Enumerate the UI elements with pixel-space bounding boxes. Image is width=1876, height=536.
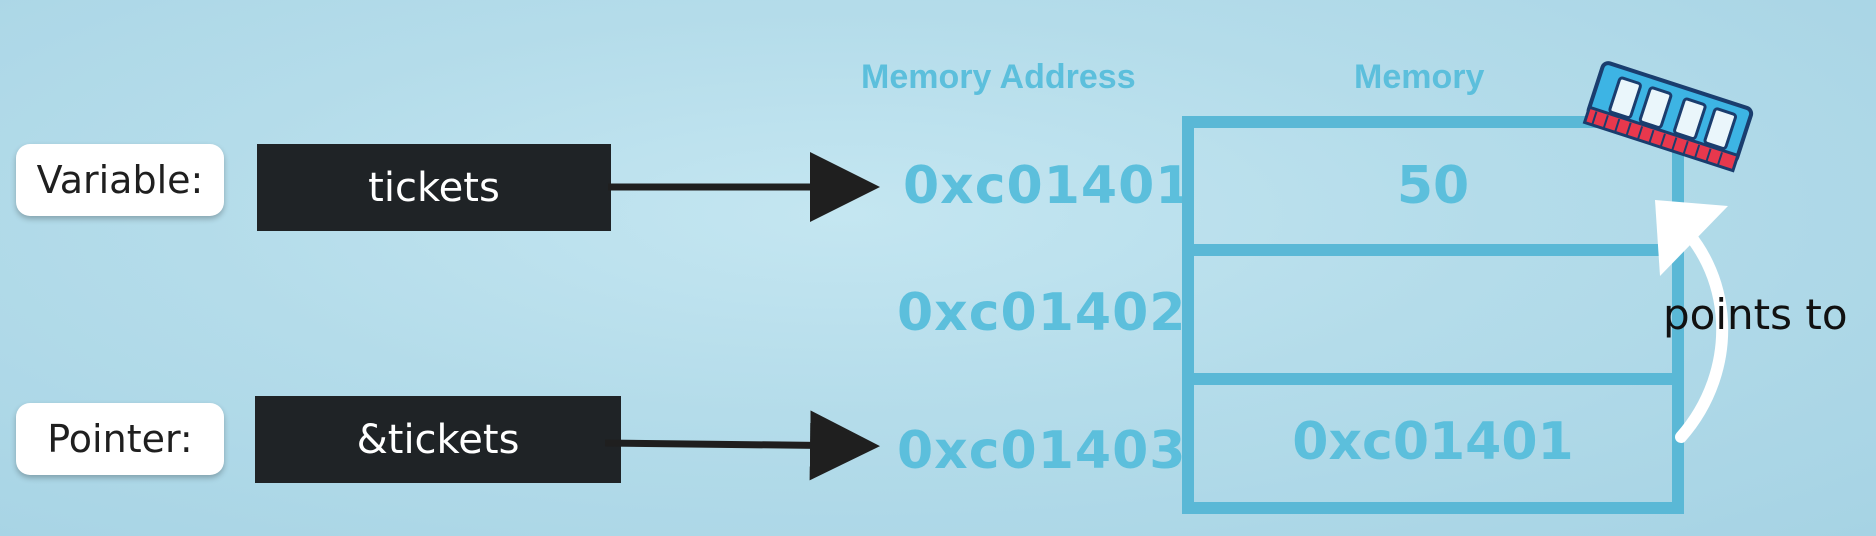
pointer-arrow <box>604 410 880 481</box>
memory-cell-3: 0xc01401 <box>1292 412 1574 472</box>
pointer-name-box: &tickets <box>255 396 621 483</box>
variable-name-box: tickets <box>257 144 611 231</box>
ram-chip-icon <box>1582 61 1754 173</box>
pointer-label: Pointer: <box>16 403 224 475</box>
points-to-label: points to <box>1663 290 1848 339</box>
address-2: 0xc01402 <box>897 283 1187 343</box>
points-to-arrow-icon <box>1655 200 1729 443</box>
variable-label: Variable: <box>16 144 224 216</box>
memory-cell-1: 50 <box>1396 156 1470 216</box>
memory-header: Memory <box>1354 58 1485 96</box>
memory-address-header: Memory Address <box>861 58 1136 96</box>
address-1: 0xc01401 <box>903 156 1193 216</box>
memory-table <box>1182 116 1684 514</box>
address-3: 0xc01403 <box>897 421 1187 481</box>
